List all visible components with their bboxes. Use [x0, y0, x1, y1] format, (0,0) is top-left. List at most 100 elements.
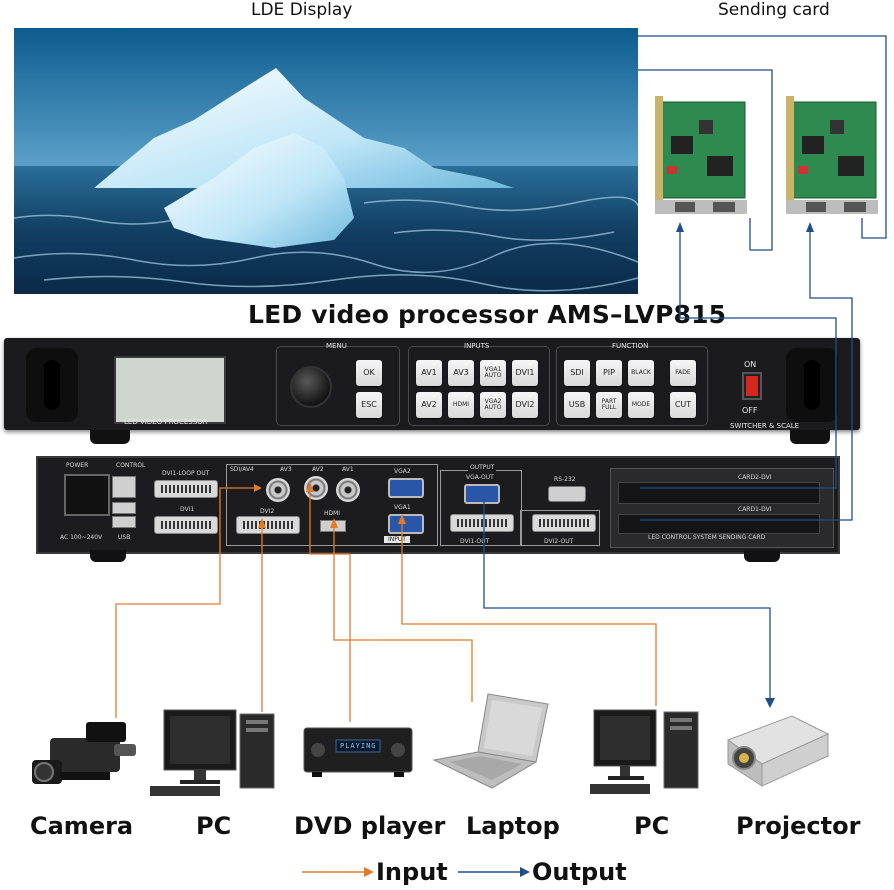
- function-group: [556, 346, 708, 426]
- control-label: CONTROL: [116, 462, 146, 469]
- device-label-dvd-player: DVD player: [294, 812, 446, 840]
- ethernet-port[interactable]: [112, 476, 136, 498]
- dvi2-out-outline: [520, 510, 600, 546]
- led-display-image: [14, 28, 638, 294]
- arrow-sdi: [254, 484, 262, 492]
- usb-port-1[interactable]: [112, 502, 136, 514]
- function-mode-button[interactable]: MODE: [628, 392, 654, 418]
- vga2-port[interactable]: [388, 478, 424, 498]
- output-label: OUTPUT: [468, 464, 497, 471]
- rear-foot-left: [90, 550, 126, 562]
- legend-input-line: [302, 867, 374, 877]
- pc-icon: [150, 709, 275, 796]
- dvi1-port[interactable]: [154, 516, 218, 534]
- display-to-card2-line: [638, 35, 887, 239]
- arrow-card2: [806, 222, 814, 232]
- vga-out-to-projector-line: [483, 498, 771, 702]
- arrow-card1: [676, 222, 684, 232]
- dvi1-loop-out-port[interactable]: [154, 480, 218, 498]
- hdmi-label: HDMI: [324, 510, 341, 517]
- vga1-label: VGA1: [394, 504, 411, 511]
- output-lines: [483, 35, 887, 702]
- sending-card-2: [786, 96, 878, 216]
- input-dvi1-button[interactable]: DVI1: [512, 360, 538, 386]
- processor-title: LED video processor AMS–LVP815: [248, 300, 727, 329]
- pcb-icon: [655, 96, 747, 214]
- dvi1-out-label: DVI1-OUT: [460, 538, 490, 545]
- bnc-sdi-port[interactable]: [266, 478, 290, 502]
- menu-knob[interactable]: [290, 366, 332, 408]
- input-vga1-button[interactable]: VGA1 AUTO: [480, 360, 506, 386]
- input-av1-button[interactable]: AV1: [416, 360, 442, 386]
- arrow-vga1: [398, 514, 406, 524]
- laptop-icon: [432, 693, 549, 789]
- device-label-laptop: Laptop: [466, 812, 560, 840]
- function-cut-button[interactable]: CUT: [670, 392, 696, 418]
- menu-label: MENU: [326, 342, 347, 350]
- display-to-card1-line: [638, 69, 773, 251]
- rack-ear-left: [26, 348, 78, 422]
- switch-on-label: ON: [744, 360, 757, 369]
- function-label: FUNCTION: [612, 342, 649, 350]
- dvi1-loop-label: DVI1-LOOP OUT: [162, 470, 210, 477]
- card1-dvi-line: [640, 228, 837, 489]
- av1-label: AV1: [342, 466, 354, 473]
- function-black-button[interactable]: BLACK: [628, 360, 654, 386]
- menu-group: [276, 346, 400, 426]
- dvi2-out-label: DVI2-OUT: [544, 538, 574, 545]
- function-pip-button[interactable]: PIP: [596, 360, 622, 386]
- power-switch[interactable]: [742, 372, 762, 400]
- processor-front-panel: LED VIDEO PROCESSOR MENU OK ESC INPUTS A…: [4, 338, 860, 430]
- device-label-pc-1: PC: [196, 812, 232, 840]
- dvi2-label: DVI2: [260, 508, 275, 515]
- card1-slot: [618, 514, 820, 534]
- card1-label: CARD1-DVI: [738, 506, 772, 513]
- function-sdi-button[interactable]: SDI: [564, 360, 590, 386]
- lcd-label: LED VIDEO PROCESSOR: [124, 418, 208, 426]
- dvi1-out-port[interactable]: [450, 514, 514, 532]
- input-lines: [115, 487, 657, 722]
- ok-button[interactable]: OK: [356, 360, 382, 386]
- input-av2-button[interactable]: AV2: [416, 392, 442, 418]
- vga-out-port[interactable]: [464, 484, 500, 504]
- dvi2-out-port[interactable]: [532, 514, 596, 532]
- input-av3-button[interactable]: AV3: [448, 360, 474, 386]
- function-usb-button[interactable]: USB: [564, 392, 590, 418]
- function-part-full-button[interactable]: PART FULL: [596, 392, 622, 418]
- bnc-av1-port[interactable]: [336, 478, 360, 502]
- rs232-label: RS-232: [554, 476, 576, 483]
- dvd-player-icon: [303, 727, 413, 777]
- ac-label: AC 100~240V: [60, 534, 103, 541]
- arrow-projector: [765, 698, 775, 708]
- sending-card-slot: [610, 468, 834, 548]
- input-hdmi-button[interactable]: HDMI: [448, 392, 474, 418]
- power-socket[interactable]: [64, 474, 110, 516]
- camera-to-sdi-line: [115, 487, 258, 718]
- esc-button[interactable]: ESC: [356, 392, 382, 418]
- av2-label: AV2: [312, 466, 324, 473]
- pc-to-vga1-line: [401, 520, 657, 706]
- rack-ear-right: [786, 348, 838, 422]
- input-vga2-button[interactable]: VGA2 AUTO: [480, 392, 506, 418]
- switcher-label: SWITCHER & SCALE: [730, 422, 800, 430]
- dvd-screen-text: PLAYING: [340, 742, 377, 750]
- dvi2-port[interactable]: [236, 516, 300, 534]
- card2-label: CARD2-DVI: [738, 474, 772, 481]
- dvd-to-av-line: [309, 488, 351, 722]
- laptop-to-hdmi-line: [333, 524, 473, 702]
- usb-port-2[interactable]: [112, 516, 136, 528]
- input-dvi2-button[interactable]: DVI2: [512, 392, 538, 418]
- function-fade-button[interactable]: FADE: [670, 360, 696, 386]
- vga-out-label: VGA-OUT: [466, 474, 494, 481]
- usb-label: USB: [118, 534, 131, 541]
- processor-rear-panel: POWER AC 100~240V CONTROL USB DVI1-LOOP …: [36, 456, 840, 554]
- legend-output-line: [458, 867, 530, 877]
- sdi-av4-label: SDI/AV4: [230, 466, 254, 473]
- input-section-outline: [226, 464, 438, 546]
- inputs-group: [408, 346, 550, 426]
- sending-card-heading: Sending card: [718, 0, 830, 20]
- rs232-port[interactable]: [548, 486, 586, 502]
- rear-foot-right: [744, 550, 780, 562]
- iceberg-scene: [14, 28, 638, 294]
- foot-right: [790, 430, 830, 444]
